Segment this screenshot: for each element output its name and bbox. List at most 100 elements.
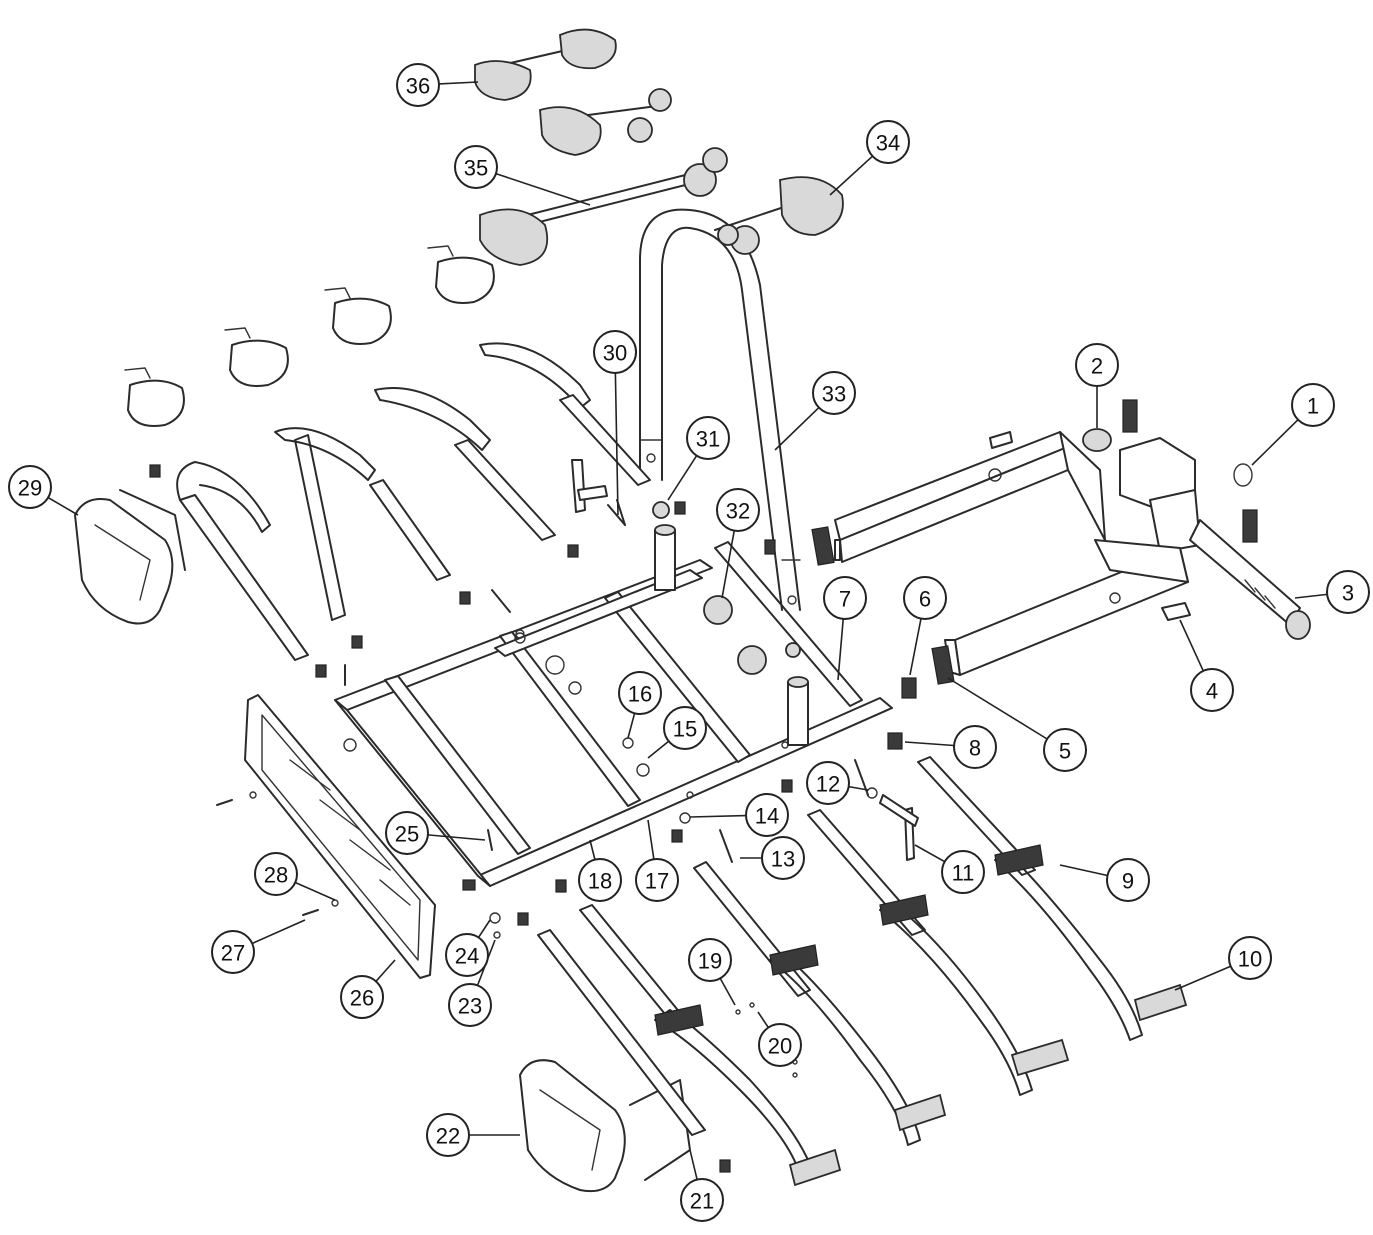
callout-circle (1326, 570, 1370, 614)
callout-35: 35 (454, 145, 498, 189)
callout-number: 34 (876, 131, 900, 156)
callout-number: 22 (436, 1124, 460, 1149)
leader-line-15 (647, 740, 670, 759)
callout-circle (396, 63, 440, 107)
drawing (74, 28, 1311, 1193)
callout-circle (340, 975, 384, 1019)
callout-circle (254, 852, 298, 896)
callout-number: 5 (1059, 739, 1071, 764)
leader-line-9 (1059, 864, 1108, 877)
leader-line-10 (1174, 965, 1231, 991)
callout-circle (448, 983, 492, 1027)
leader-line-8 (904, 741, 955, 747)
callout-circle (758, 1023, 802, 1067)
callout-27: 27 (211, 930, 255, 974)
frame-holders (474, 28, 844, 266)
callout-number: 8 (969, 736, 981, 761)
callout-circle (680, 1178, 724, 1222)
callout-circle (745, 793, 789, 837)
callout-25: 25 (385, 811, 429, 855)
callout-5: 5 (1043, 728, 1087, 772)
leader-line-30 (614, 372, 619, 516)
callout-circle (941, 850, 985, 894)
leader-line-16 (627, 713, 636, 739)
callout-20: 20 (758, 1023, 802, 1067)
leader-line-27 (251, 919, 306, 945)
callout-circle (1228, 936, 1272, 980)
leader-line-12 (848, 785, 869, 791)
callout-circle (1106, 858, 1150, 902)
callout-number: 13 (771, 847, 795, 872)
callout-number: 4 (1206, 679, 1218, 704)
callout-30: 30 (593, 330, 637, 374)
callout-18: 18 (578, 858, 622, 902)
callout-6: 6 (903, 576, 947, 620)
callout-21: 21 (680, 1178, 724, 1222)
callout-number: 3 (1342, 581, 1354, 606)
callout-number: 9 (1122, 869, 1134, 894)
hitch-frame (811, 399, 1311, 750)
leader-line-24 (477, 919, 491, 938)
callout-number: 26 (350, 986, 374, 1011)
callout-3: 3 (1326, 570, 1370, 614)
leader-line-1 (1251, 419, 1299, 466)
leader-line-29 (47, 496, 79, 516)
callout-number: 11 (952, 861, 975, 886)
callout-26: 26 (340, 975, 384, 1019)
callout-number: 32 (726, 499, 750, 524)
callout-number: 31 (696, 427, 720, 452)
callout-number: 33 (822, 382, 846, 407)
callout-13: 13 (761, 836, 805, 880)
callout-number: 15 (673, 717, 697, 742)
callout-number: 1 (1307, 394, 1319, 419)
callout-number: 17 (645, 869, 669, 894)
leader-line-26 (375, 959, 396, 982)
callout-number: 30 (603, 341, 627, 366)
callout-number: 18 (588, 869, 612, 894)
callout-circle (866, 120, 910, 164)
callout-number: 35 (464, 156, 488, 181)
leader-line-33 (774, 407, 820, 451)
callout-circle (1190, 668, 1234, 712)
callout-circle (806, 761, 850, 805)
leader-line-32 (721, 530, 736, 599)
callout-4: 4 (1190, 668, 1234, 712)
callout-29: 29 (8, 465, 52, 509)
license-plate-holder (244, 694, 436, 979)
callout-2: 2 (1075, 343, 1119, 387)
callout-circle (953, 725, 997, 769)
callout-number: 19 (698, 949, 722, 974)
callout-number: 7 (839, 587, 851, 612)
leader-line-7 (837, 618, 845, 681)
callout-number: 29 (18, 476, 42, 501)
arch-handle (639, 208, 801, 611)
leader-line-36 (438, 81, 479, 85)
callout-circle (686, 416, 730, 460)
callout-17: 17 (635, 858, 679, 902)
callout-circle (812, 371, 856, 415)
leader-lines (47, 81, 1328, 1180)
callout-circle (823, 576, 867, 620)
callout-33: 33 (812, 371, 856, 415)
callout-number: 20 (768, 1034, 792, 1059)
callout-15: 15 (663, 706, 707, 750)
callout-circle (578, 858, 622, 902)
leader-line-3 (1294, 593, 1328, 599)
leader-line-5 (947, 677, 1048, 740)
leader-line-28 (294, 881, 336, 901)
callout-number: 23 (458, 994, 482, 1019)
small-hardware (149, 464, 919, 1173)
callout-14: 14 (745, 793, 789, 837)
callout-10: 10 (1228, 936, 1272, 980)
upper-wheel-rails (176, 342, 651, 661)
callout-circle (211, 930, 255, 974)
callout-number: 6 (919, 587, 931, 612)
leader-line-20 (757, 1011, 770, 1028)
callout-number: 10 (1238, 947, 1262, 972)
callout-circle (618, 671, 662, 715)
lower-wheel-rails (537, 756, 1188, 1187)
callout-number: 36 (406, 74, 430, 99)
callout-31: 31 (686, 416, 730, 460)
leader-line-19 (719, 977, 736, 1006)
callout-7: 7 (823, 576, 867, 620)
